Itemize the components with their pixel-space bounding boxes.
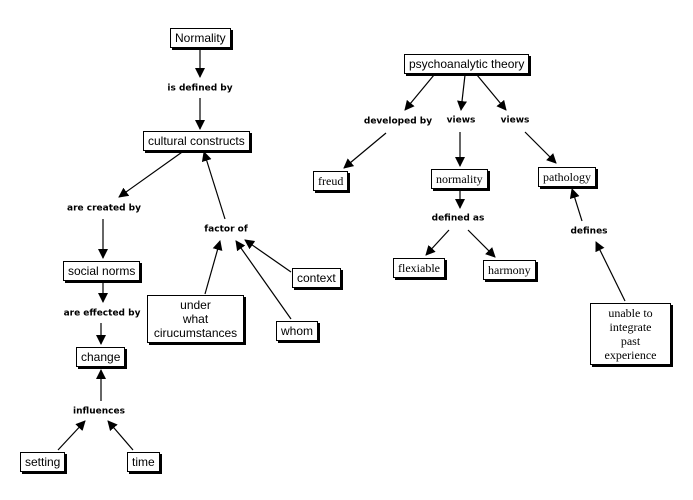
node-whom[interactable]: whom	[276, 321, 319, 341]
link-is-defined-by: is defined by	[167, 83, 233, 95]
node-unable-to-integrate[interactable]: unable to integrate past experience	[590, 303, 671, 365]
node-under-line-3: cirucumstances	[153, 326, 238, 340]
edge-psycho-to-developed	[404, 74, 435, 111]
node-change[interactable]: change	[76, 347, 126, 367]
edge-time-to-influences	[107, 420, 134, 451]
edge-defined-as-to-flexiable	[425, 229, 450, 256]
edge-under-to-factor	[204, 240, 223, 295]
node-time[interactable]: time	[127, 452, 160, 472]
link-are-created-by: are created by	[67, 203, 141, 215]
edge-defines-to-pathology	[569, 188, 583, 222]
node-pathology[interactable]: pathology	[538, 167, 596, 187]
edge-unable-to-defines	[595, 241, 626, 302]
edge-factor-to-cultural	[201, 151, 226, 220]
node-under-line-2: what	[182, 312, 209, 326]
link-factor-of: factor of	[204, 224, 248, 236]
node-flexiable[interactable]: flexiable	[393, 258, 445, 278]
node-harmony[interactable]: harmony	[483, 260, 536, 280]
node-normality-2[interactable]: normality	[431, 169, 488, 189]
node-normality[interactable]: Normality	[170, 28, 231, 48]
node-unable-line-2: integrate	[609, 320, 652, 334]
link-influences: influences	[73, 406, 125, 418]
link-views-1: views	[446, 115, 476, 127]
edge-developed-to-freud	[343, 132, 387, 169]
node-context[interactable]: context	[292, 268, 341, 288]
edge-context-to-factor	[244, 239, 292, 273]
node-setting[interactable]: setting	[20, 452, 66, 472]
link-are-effected-by: are effected by	[63, 308, 141, 320]
edge-setting-to-influences	[57, 420, 86, 451]
edge-whom-to-factor	[235, 240, 292, 320]
link-developed-by: developed by	[363, 116, 433, 128]
node-unable-line-3: past experience	[604, 334, 657, 362]
edge-cultural-to-created-by	[118, 149, 186, 198]
node-psychoanalytic-theory[interactable]: psychoanalytic theory	[404, 54, 530, 74]
node-under-line-1: under	[180, 298, 211, 312]
edge-views-2-to-pathology	[524, 131, 557, 164]
edge-psycho-to-views-2	[476, 74, 507, 111]
link-views-2: views	[500, 115, 530, 127]
link-defines: defines	[570, 226, 608, 238]
node-under-what-circumstances[interactable]: under what cirucumstances	[147, 295, 244, 343]
edge-psycho-to-views-1	[457, 74, 467, 111]
link-defined-as: defined as	[431, 213, 485, 225]
node-social-norms[interactable]: social norms	[63, 261, 141, 281]
node-cultural-constructs[interactable]: cultural constructs	[143, 131, 250, 151]
edge-defined-as-to-harmony	[467, 229, 496, 258]
node-unable-line-1: unable to	[608, 306, 653, 320]
node-freud[interactable]: freud	[313, 171, 349, 191]
